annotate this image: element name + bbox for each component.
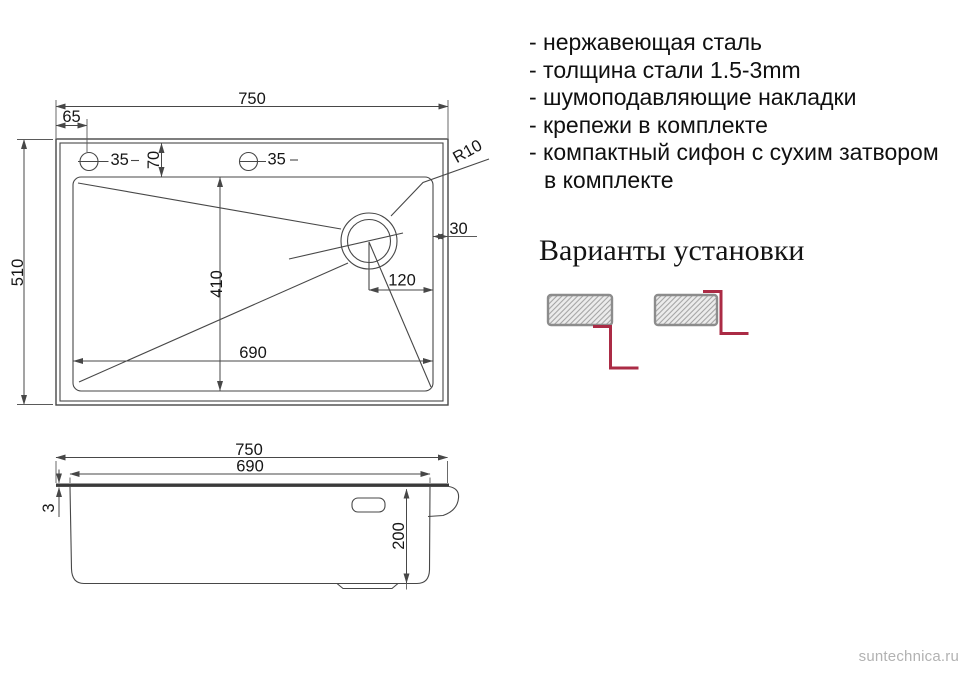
top-view: 70 35 35 410 690 — [9, 90, 490, 406]
undermount-edge-profile — [593, 325, 639, 370]
tub-profile — [69, 486, 431, 585]
dim-edge-gap-label: 30 — [449, 220, 467, 238]
side-dim-width-label: 750 — [235, 441, 263, 459]
side-dim-rim-thickness-label: 3 — [40, 503, 58, 512]
feature-item: - нержавеющая сталь — [529, 29, 763, 55]
side-dim-depth-label: 200 — [390, 522, 408, 550]
side-dim-bowl-width-label: 690 — [236, 458, 264, 476]
installation-diagrams — [546, 290, 749, 370]
countertop-section-overmount — [653, 293, 719, 327]
watermark: suntechnica.ru — [858, 648, 959, 665]
bowl-outline — [72, 176, 434, 392]
dim-deck-label: 70 — [145, 151, 163, 169]
feature-item: - крепежи в комплекте — [529, 111, 768, 138]
drain-boss — [336, 583, 399, 590]
installation-heading: Варианты установки — [539, 234, 805, 267]
feature-item: - компактный сифон с сухим затвором в ко… — [529, 139, 939, 193]
mounting-clip-curve — [427, 485, 460, 518]
side-view: 750 690 3 200 — [40, 441, 460, 590]
countertop-section-undermount — [546, 293, 614, 327]
dim-bowl-width-label: 690 — [239, 344, 267, 362]
bowl-slope-line-top — [77, 182, 342, 230]
dim-hole1-label: 35 — [111, 151, 129, 169]
sink-outer-rim-outline — [55, 138, 449, 406]
bowl-slope-line-corner — [368, 241, 432, 388]
dim-hole-offset-label: 65 — [62, 108, 80, 126]
drain-centerline — [288, 232, 404, 260]
dim-height-label: 510 — [9, 259, 27, 287]
rim-profile — [56, 483, 449, 487]
feature-item: - толщина стали 1.5-3mm — [529, 56, 801, 83]
dim-width-label: 750 — [238, 90, 266, 108]
dim-hole2-label: 35 — [268, 151, 286, 169]
overmount-edge-profile — [703, 290, 749, 335]
dim-bowl-height-label: 410 — [208, 270, 226, 298]
dim-drain-offset-label: 120 — [388, 272, 416, 290]
features-panel: - нержавеющая сталь- толщина стали 1.5-3… — [529, 29, 970, 195]
features-list: - нержавеющая сталь- толщина стали 1.5-3… — [529, 29, 970, 195]
sink-inner-rim-outline — [59, 142, 444, 402]
corner-radius-leader — [390, 158, 490, 217]
feature-item: - шумоподавляющие накладки — [529, 84, 857, 111]
overflow-hole — [351, 497, 386, 513]
